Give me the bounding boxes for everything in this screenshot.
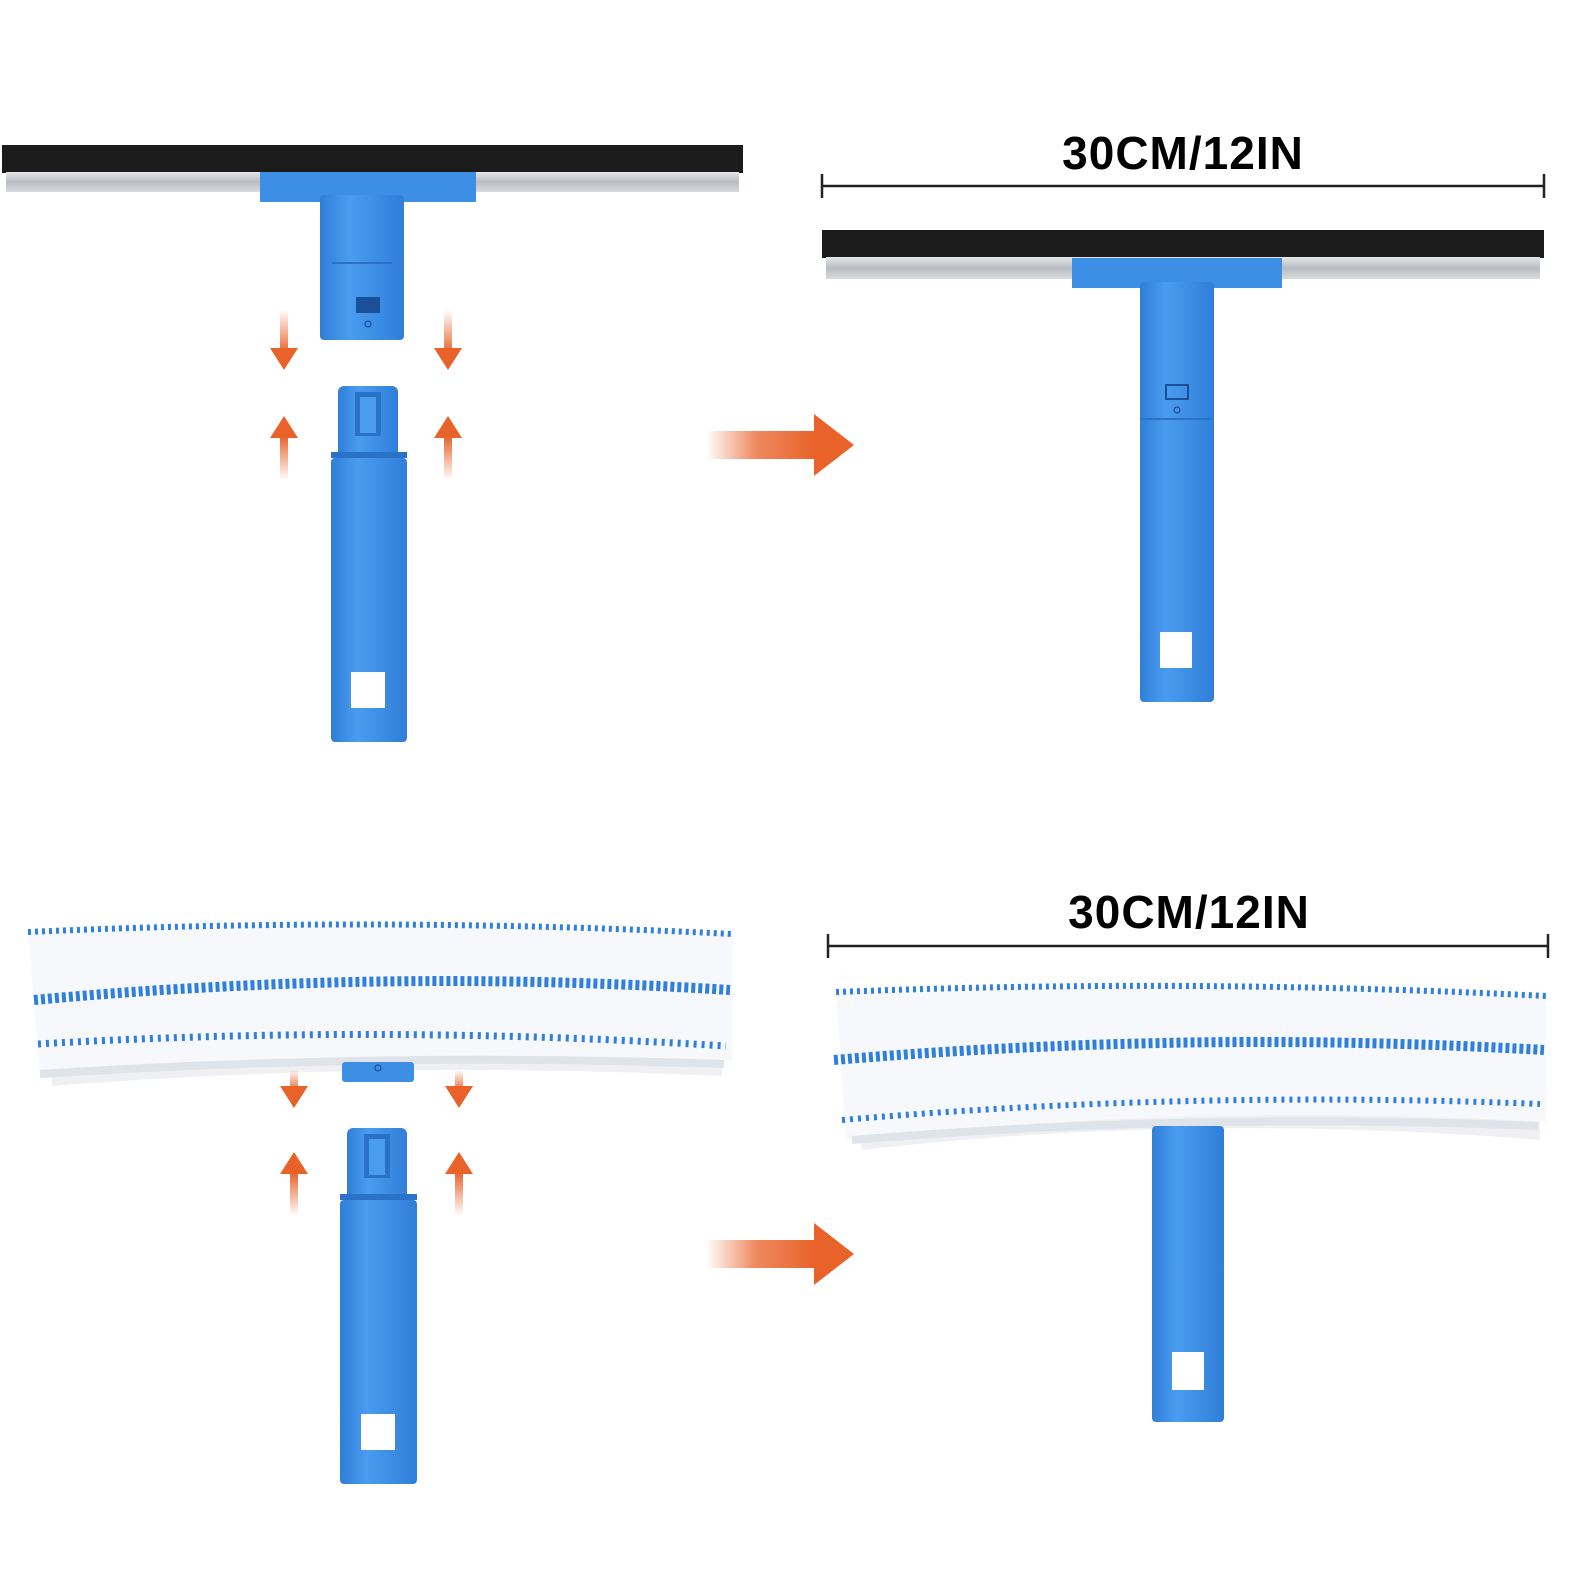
- squeegee-assembled: [822, 230, 1544, 702]
- handle-detached-bottom: [340, 1128, 417, 1484]
- microfiber-scrubber-detached: [27, 921, 733, 1086]
- insert-arrows-top: [270, 310, 462, 480]
- squeegee-head-detached: [2, 145, 743, 340]
- handle-detached-top: [331, 386, 407, 742]
- microfiber-scrubber-assembled: [833, 982, 1547, 1422]
- dimension-line-top: [820, 174, 1546, 198]
- dimension-label-top: 30CM/12IN: [1062, 127, 1304, 179]
- right-arrow-icon: [706, 1223, 854, 1285]
- dimension-label-bottom: 30CM/12IN: [1068, 886, 1310, 938]
- dimension-line-bottom: [826, 934, 1550, 958]
- right-arrow-icon: [706, 414, 854, 476]
- insert-arrows-bottom: [280, 1070, 473, 1216]
